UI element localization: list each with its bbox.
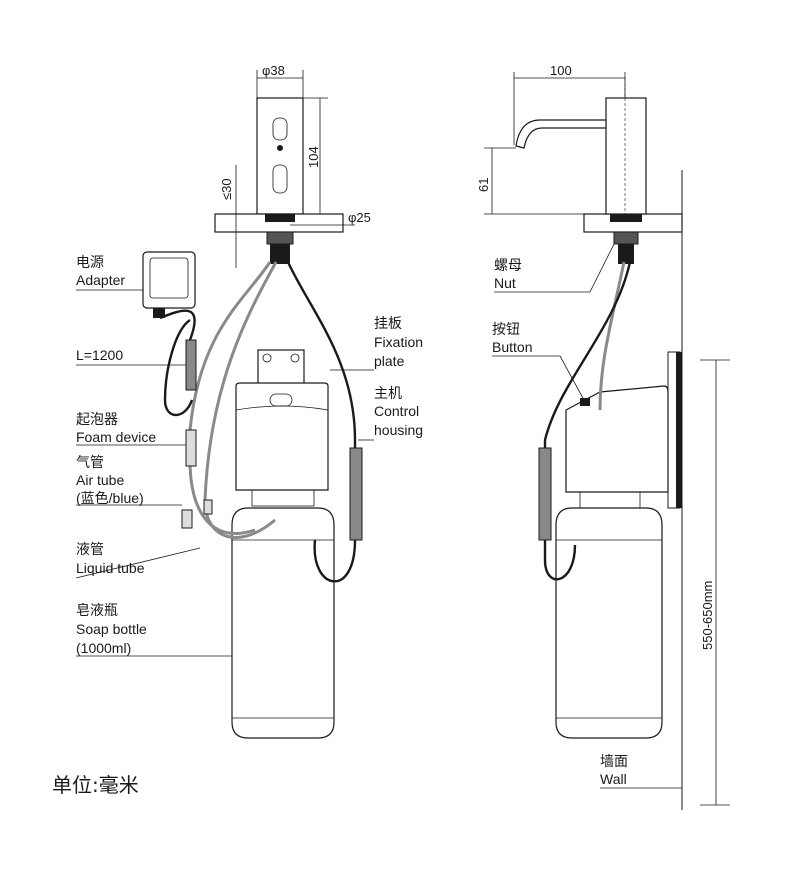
front-view: φ38 104 ≤30 φ25 (75, 63, 374, 739)
dim-mount-height: 550-650mm (700, 581, 715, 650)
grey-tube-3 (188, 459, 256, 535)
dim-hole-diameter: φ25 (348, 210, 371, 225)
air-label-note: (蓝色/blue) (76, 490, 144, 506)
bottle-label-cn: 皂液瓶 (76, 602, 118, 618)
sensor-window-bottom (272, 164, 288, 194)
power-cable (163, 319, 194, 417)
unit-note: 单位:毫米 (52, 773, 139, 797)
side-control-housing (565, 385, 669, 493)
dim-reach: 100 (550, 63, 572, 78)
adapter-cable (159, 309, 196, 341)
control-label-en2: housing (374, 422, 423, 438)
signal-connector (349, 447, 363, 541)
dim-spout-height: 104 (306, 146, 321, 168)
control-housing (235, 382, 329, 491)
side-cable (543, 261, 632, 581)
nut (266, 231, 294, 245)
side-spout-body (605, 97, 647, 215)
liquid-label-cn: 液管 (76, 541, 104, 557)
dim-side-height: 61 (476, 178, 491, 192)
cable-length-label: L=1200 (76, 347, 123, 363)
button (580, 398, 590, 406)
liquid-label-en: Liquid tube (76, 560, 145, 576)
plate-label-en2: plate (374, 353, 405, 369)
grey-tube-2 (203, 261, 278, 539)
threaded-shank (270, 244, 290, 264)
control-label-cn: 主机 (374, 385, 402, 401)
soap-bottle (231, 507, 335, 739)
air-label-cn: 气管 (76, 454, 104, 470)
button-label-cn: 按钮 (492, 321, 520, 337)
wall-label-cn: 墙面 (600, 753, 628, 769)
dim-thickness: ≤30 (219, 178, 234, 200)
plate-label-cn: 挂板 (374, 315, 402, 331)
side-grey-tube (598, 261, 626, 411)
bottle-label-note: (1000ml) (76, 640, 131, 656)
button-label-en: Button (492, 339, 532, 355)
control-label-en1: Control (374, 403, 419, 419)
dim-spout-diameter: φ38 (262, 63, 285, 78)
foam-device (185, 429, 197, 467)
side-soap-bottle (555, 507, 663, 739)
nut-label-en: Nut (494, 275, 516, 291)
bottle-label-en: Soap bottle (76, 621, 147, 637)
nut-label-cn: 螺母 (494, 257, 522, 273)
foam-label-cn: 起泡器 (76, 411, 118, 427)
wall-label-en: Wall (600, 771, 627, 787)
grey-tube-1 (188, 261, 272, 431)
sensor-dot (277, 145, 283, 151)
side-view: 100 61 550-650mm (476, 63, 730, 810)
power-connector (185, 339, 197, 391)
spout-body (256, 97, 304, 215)
sensor-window-top (272, 117, 288, 141)
air-label-en: Air tube (76, 472, 124, 488)
adapter-label-cn: 电源 (76, 254, 104, 270)
plate-label-en1: Fixation (374, 334, 423, 350)
control-cable (286, 261, 357, 583)
foam-label-en: Foam device (76, 429, 156, 445)
spout-base (265, 214, 295, 222)
adapter (142, 251, 196, 309)
adapter-label-en: Adapter (76, 272, 125, 288)
side-spout-arm (515, 119, 607, 149)
